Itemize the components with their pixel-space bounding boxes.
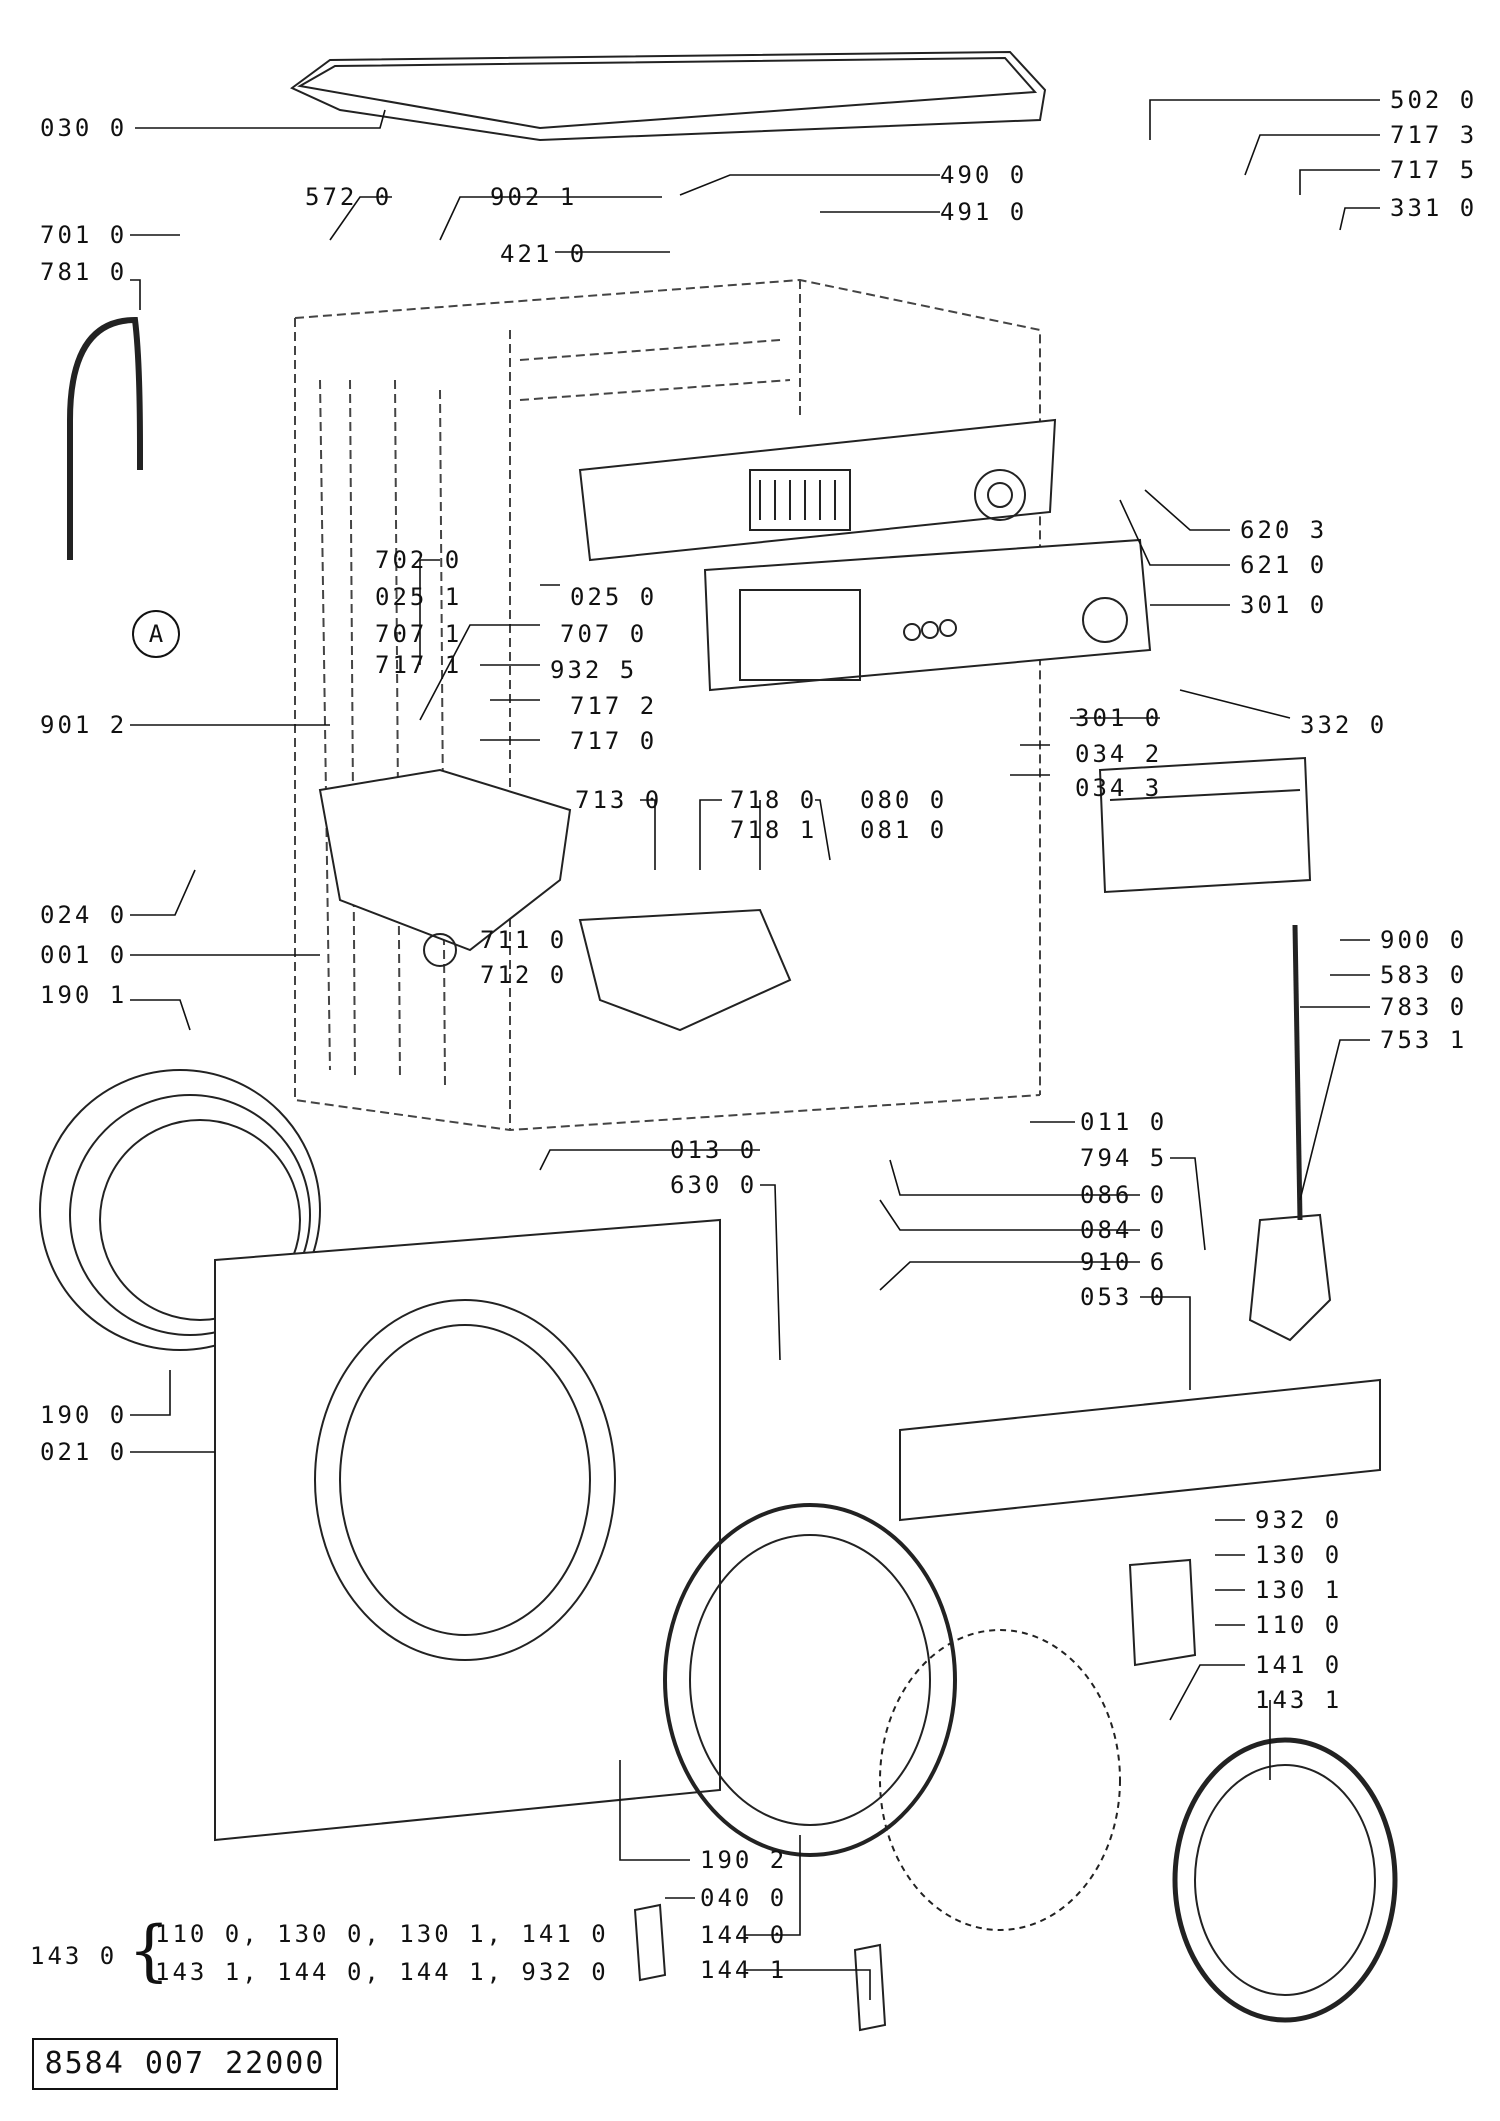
connector-marker: A [132,610,180,658]
group-line-2: 143 1, 144 0, 144 1, 932 0 [155,1958,609,1986]
control-panel-part [578,418,1057,562]
part-label-901-2: 901 2 [40,711,128,739]
part-label-717-2: 717 2 [570,692,658,720]
dispenser-housing-part [318,768,792,1032]
part-label-301-0-a: 301 0 [1240,591,1328,619]
part-label-718-1: 718 1 [730,816,818,844]
part-label-502-0: 502 0 [1390,86,1478,114]
document-number: 8584 007 22000 [32,2038,338,2090]
part-label-021-0: 021 0 [40,1438,128,1466]
part-label-013-0: 013 0 [670,1136,758,1164]
part-label-144-1: 144 1 [700,1956,788,1984]
part-label-130-0: 130 0 [1255,1541,1343,1569]
part-label-491-0: 491 0 [940,198,1028,226]
part-label-932-0: 932 0 [1255,1506,1343,1534]
part-label-910-6: 910 6 [1080,1248,1168,1276]
part-label-331-0: 331 0 [1390,194,1478,222]
part-label-011-0: 011 0 [1080,1108,1168,1136]
dispenser-drawer-part [1098,756,1312,894]
door-handle-part [633,1558,1197,2032]
part-label-572-0: 572 0 [305,183,393,211]
part-label-053-0: 053 0 [1080,1283,1168,1311]
inlet-hose-part [67,316,143,560]
part-label-713-0: 713 0 [575,786,663,814]
part-label-086-0: 086 0 [1080,1181,1168,1209]
part-label-701-0: 701 0 [40,221,128,249]
part-label-332-0: 332 0 [1300,711,1388,739]
part-label-080-0: 080 0 [860,786,948,814]
part-label-025-1: 025 1 [375,583,463,611]
part-label-190-2: 190 2 [700,1846,788,1874]
part-label-024-0: 024 0 [40,901,128,929]
group-line-1: 110 0, 130 0, 130 1, 141 0 [155,1920,609,1948]
part-label-932-5: 932 5 [550,656,638,684]
pump-part [1248,924,1332,1342]
part-label-717-0: 717 0 [570,727,658,755]
part-label-190-1: 190 1 [40,981,128,1009]
part-label-717-5: 717 5 [1390,156,1478,184]
part-label-001-0: 001 0 [40,941,128,969]
part-label-190-0: 190 0 [40,1401,128,1429]
part-label-034-2: 034 2 [1075,740,1163,768]
leader-lines [130,99,1380,2000]
door-seal-part [39,1069,321,1351]
part-label-707-0: 707 0 [560,620,648,648]
part-label-707-1: 707 1 [375,620,463,648]
part-label-711-0: 711 0 [480,926,568,954]
top-cover-part [290,50,1047,142]
part-label-794-5: 794 5 [1080,1144,1168,1172]
door-frame-part [663,1503,1398,2023]
part-label-702-0: 702 0 [375,546,463,574]
part-label-110-0: 110 0 [1255,1611,1343,1639]
part-label-490-0: 490 0 [940,161,1028,189]
part-label-421-0: 421 0 [500,240,588,268]
part-label-040-0: 040 0 [700,1884,788,1912]
part-label-712-0: 712 0 [480,961,568,989]
part-label-301-0-b: 301 0 [1075,704,1163,732]
part-label-143-1: 143 1 [1255,1686,1343,1714]
part-label-084-0: 084 0 [1080,1216,1168,1244]
part-label-620-3: 620 3 [1240,516,1328,544]
part-label-583-0: 583 0 [1380,961,1468,989]
part-label-753-1: 753 1 [1380,1026,1468,1054]
part-label-781-0: 781 0 [40,258,128,286]
part-label-718-0: 718 0 [730,786,818,814]
part-label-081-0: 081 0 [860,816,948,844]
part-label-717-3: 717 3 [1390,121,1478,149]
group-brace: { [128,1912,170,1989]
part-label-025-0: 025 0 [570,583,658,611]
part-label-141-0: 141 0 [1255,1651,1343,1679]
part-label-034-3: 034 3 [1075,774,1163,802]
part-label-783-0: 783 0 [1380,993,1468,1021]
group-code-label: 143 0 [30,1942,118,1970]
part-label-900-0: 900 0 [1380,926,1468,954]
part-label-130-1: 130 1 [1255,1576,1343,1604]
part-label-144-0: 144 0 [700,1921,788,1949]
part-label-717-1: 717 1 [375,651,463,679]
cabinet-part [294,278,1041,1132]
front-panel-part [214,1218,1381,1842]
fascia-part [703,538,1152,692]
part-label-621-0: 621 0 [1240,551,1328,579]
part-label-902-1: 902 1 [490,183,578,211]
part-label-630-0: 630 0 [670,1171,758,1199]
part-label-030-0: 030 0 [40,114,128,142]
